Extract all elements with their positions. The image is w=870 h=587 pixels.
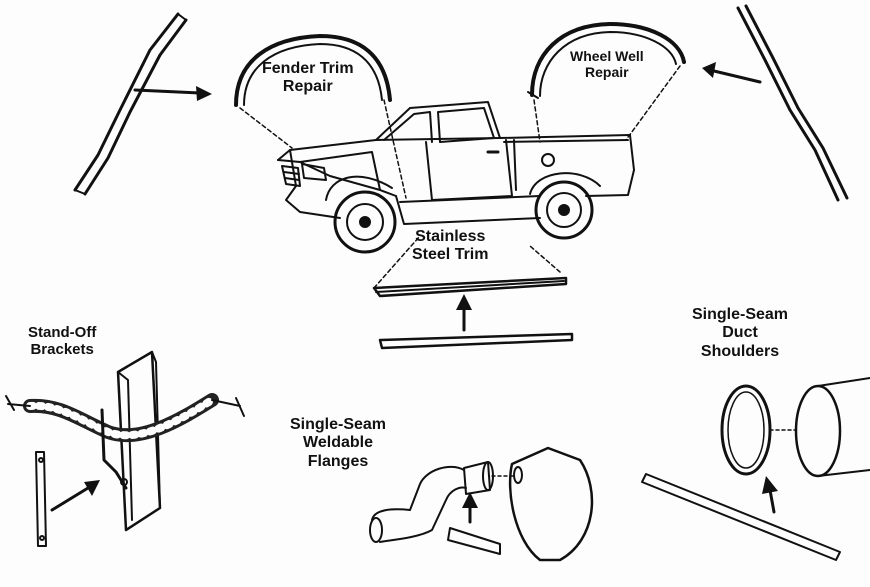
shoulder-strip [641,473,841,561]
duct-label: Single-Seam Duct Shoulders [692,306,788,361]
duct-line-1: Single-Seam [692,306,789,323]
stainless-trim-lower [378,332,574,350]
fender-trim-strip [73,12,188,196]
weldable-label: Single-Seam Weldable Flanges [290,416,386,471]
arrow-to-shoulder [762,476,778,514]
duct-line-3: Shoulders [700,342,780,360]
standoff-post [116,350,162,532]
duct-elbow [369,465,467,543]
stainless-label: Stainless Steel Trim [412,228,488,265]
weldable-line-1: Single-Seam [290,416,387,433]
stainless-line-2: Steel Trim [412,246,489,264]
flange-collar [463,461,494,495]
arrow-to-bracket [50,480,100,512]
arrow-to-flange [462,492,478,524]
fender-trim-label: Fender Trim Repair [262,60,354,97]
wheel-well-line-1: Wheel Well [570,48,644,64]
duct-shoulder-ring [720,384,772,476]
flange-strip [447,527,501,555]
wheel-well-label: Wheel Well Repair [570,48,644,80]
weldable-line-3: Flanges [307,452,369,470]
standoff-label: Stand-Off Brackets [28,324,96,359]
wheel-well-line-2: Repair [585,64,629,81]
arrow-to-fender [133,86,212,101]
arrow-to-wheel-well [702,62,762,84]
standoff-line-2: Brackets [30,341,94,359]
arrow-to-stainless [456,294,472,332]
duct-line-2: Duct [722,324,758,342]
standoff-line-1: Stand-Off [28,324,97,341]
fender-trim-line-2: Repair [282,78,333,96]
guide-lines [239,65,681,289]
insulated-pipe [5,393,245,443]
fender-trim-arch [234,34,392,107]
fender-trim-line-1: Fender Trim [262,60,354,77]
wheel-well-arch [527,22,686,99]
duct-section [508,446,594,562]
pickup-truck [277,101,635,254]
stainless-trim-upper [372,276,568,298]
weldable-line-2: Weldable [303,434,373,452]
bracket-arm [100,408,128,490]
wheel-well-strip [736,4,849,202]
loose-bracket [35,451,47,547]
round-duct [794,377,870,478]
stainless-line-1: Stainless [415,228,486,245]
